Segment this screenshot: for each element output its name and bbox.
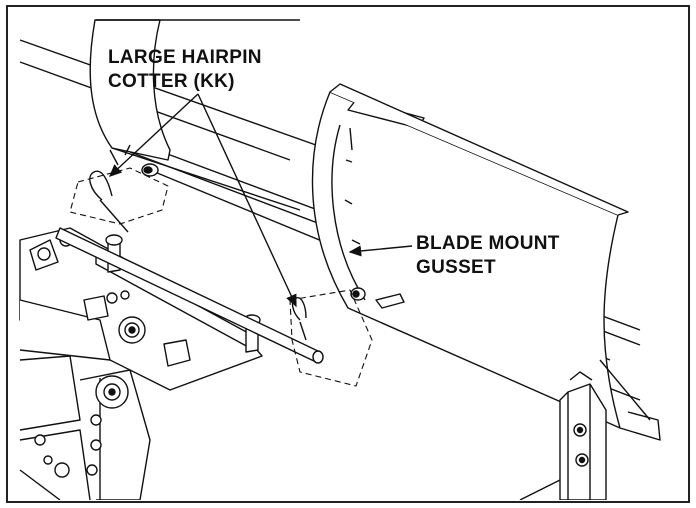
dashed-assembly-lines bbox=[69, 167, 373, 387]
hairpin-leader-1 bbox=[108, 93, 199, 177]
hairpin-leader-2 bbox=[197, 93, 297, 308]
callout-gusset-line2: GUSSET bbox=[416, 257, 496, 278]
callout-hairpin-line1: LARGE HAIRPIN bbox=[108, 47, 262, 68]
mount-bolts bbox=[83, 234, 261, 367]
figure-border bbox=[6, 5, 690, 503]
lower-right-bracket bbox=[519, 371, 607, 500]
callout-large-hairpin-cotter: LARGE HAIRPIN COTTER (KK) bbox=[108, 46, 262, 94]
blade-left-section bbox=[89, 19, 301, 211]
blade-main-moldboard bbox=[311, 83, 661, 441]
tractor-mount-frame bbox=[19, 227, 263, 500]
callout-gusset-line1: BLADE MOUNT bbox=[416, 233, 560, 254]
callout-blade-mount-gusset: BLADE MOUNT GUSSET bbox=[416, 232, 560, 280]
cross-pin bbox=[55, 227, 324, 364]
callout-leaders bbox=[108, 93, 413, 308]
callout-hairpin-line2: COTTER (KK) bbox=[108, 71, 235, 92]
gusset-leader bbox=[348, 245, 413, 257]
